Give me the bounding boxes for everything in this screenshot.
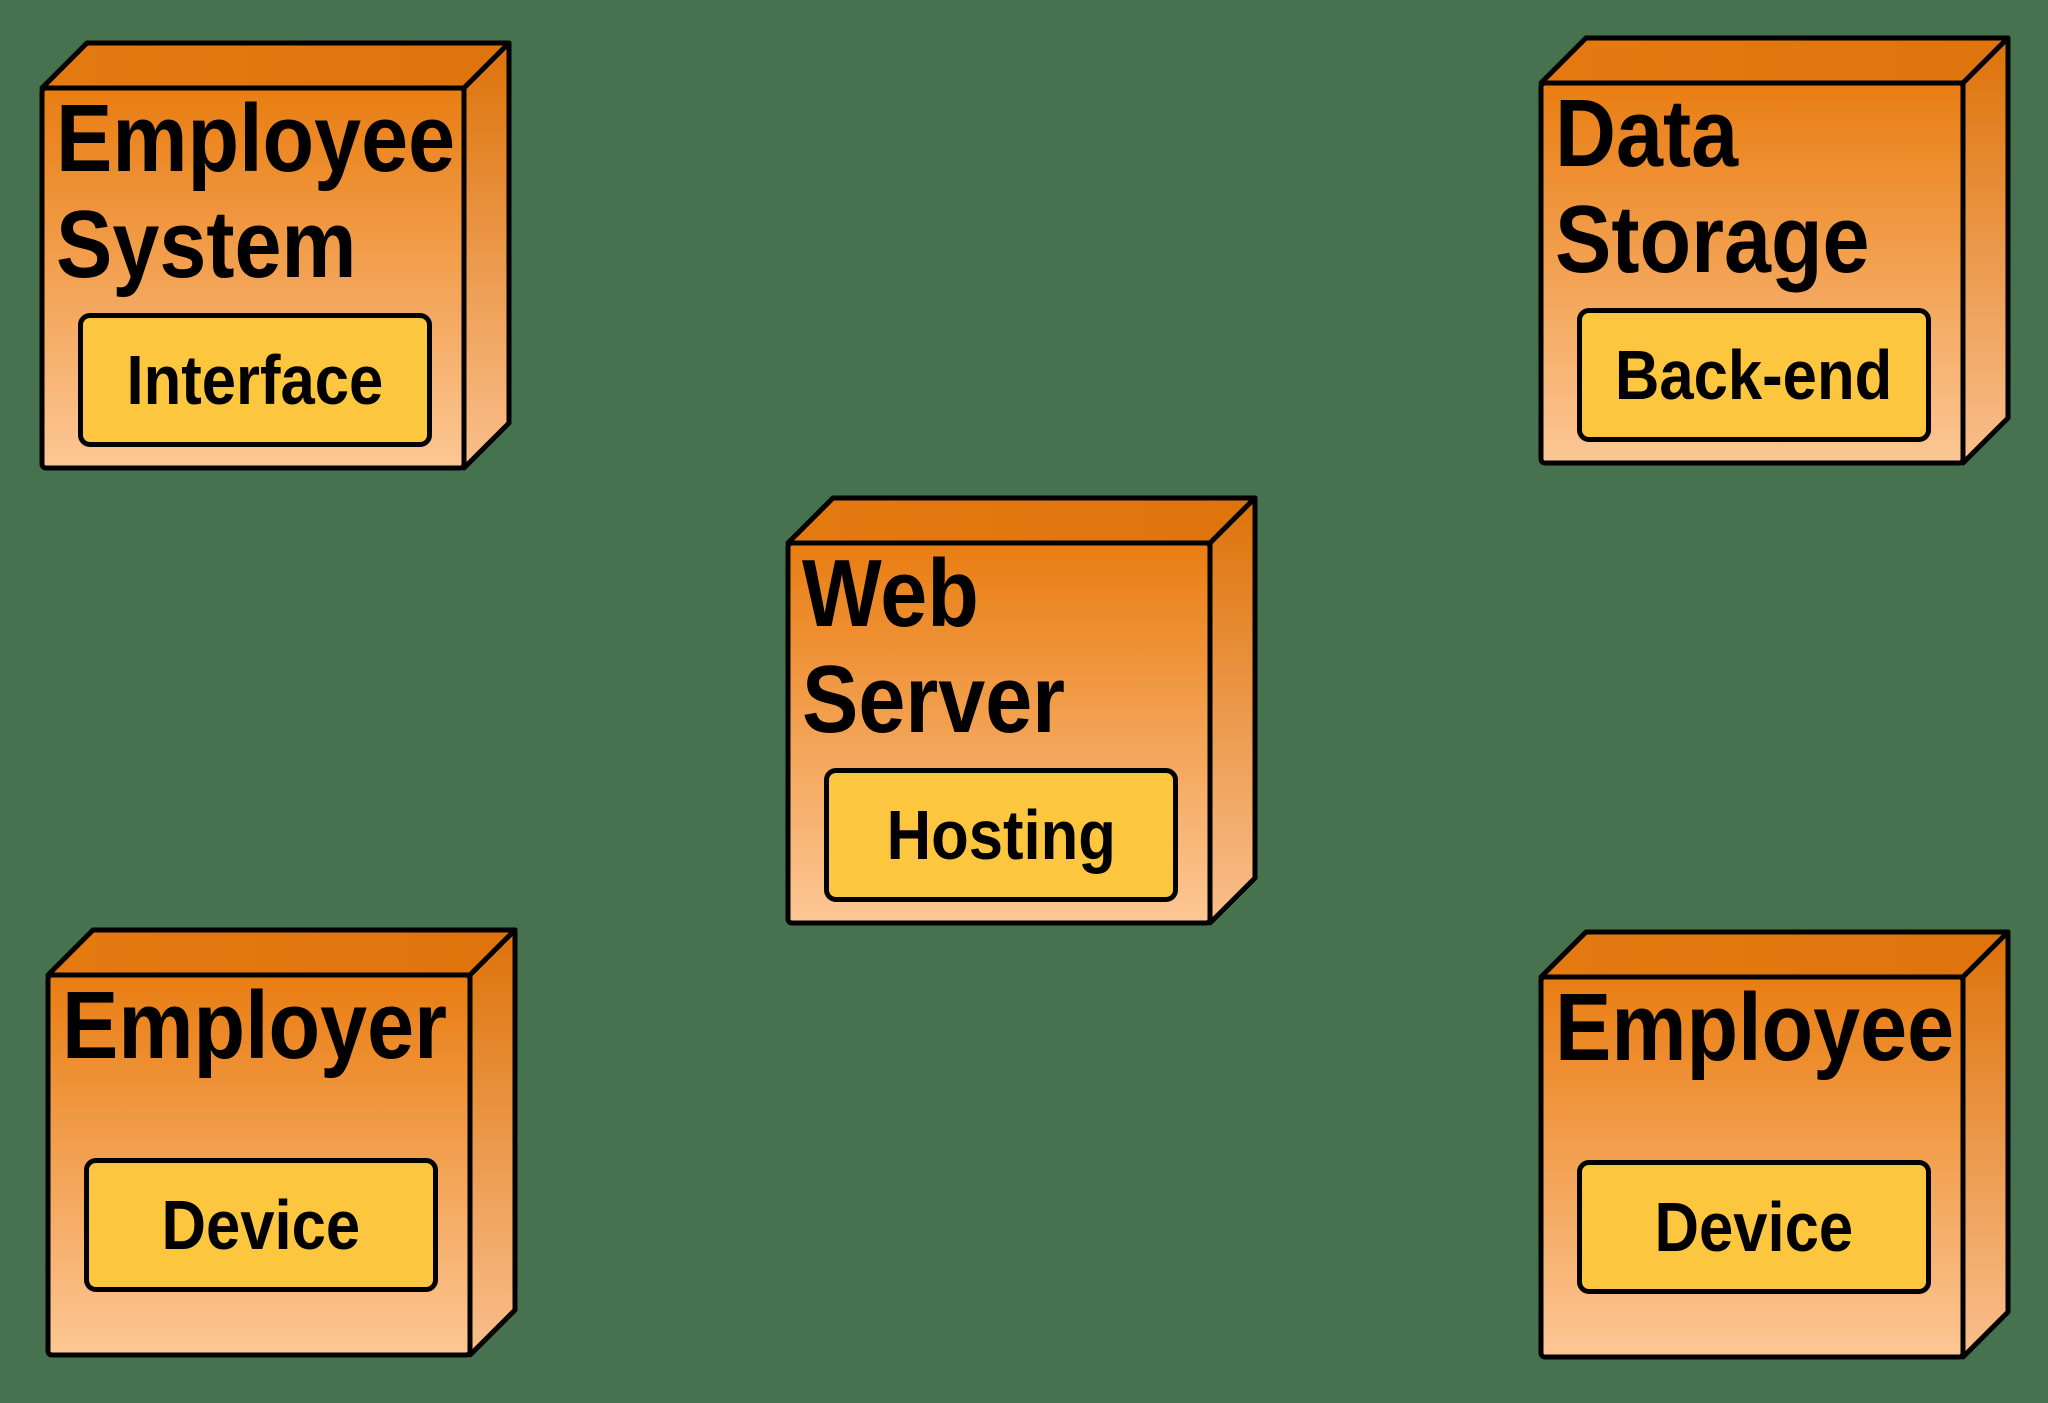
box-top-face — [1538, 35, 2011, 86]
node-component-box: Back-end — [1577, 308, 1931, 442]
node-employee-system: Employee System Interface — [39, 40, 515, 474]
box-right-face — [467, 927, 518, 1358]
node-title: Employee — [1555, 974, 1955, 1081]
box-top-face — [45, 927, 518, 978]
node-component-label: Hosting — [886, 796, 1116, 874]
node-title: Employee System — [56, 85, 456, 298]
node-data-storage: Data Storage Back-end — [1538, 35, 2014, 469]
box-top-face — [1538, 929, 2011, 980]
node-component-box: Device — [84, 1158, 438, 1292]
node-component-box: Device — [1577, 1160, 1931, 1294]
node-component-label: Back-end — [1615, 336, 1893, 414]
node-employee: Employee Device — [1538, 929, 2014, 1363]
node-title: Data Storage — [1555, 80, 1870, 293]
node-component-box: Interface — [78, 313, 432, 447]
node-component-box: Hosting — [824, 768, 1178, 902]
node-title: Web Server — [802, 540, 1066, 753]
node-component-label: Device — [161, 1186, 361, 1264]
box-right-face — [1960, 929, 2011, 1360]
box-top-face — [785, 495, 1258, 546]
node-title: Employer — [62, 972, 447, 1079]
node-component-label: Interface — [126, 341, 384, 419]
node-employer: Employer Device — [45, 927, 521, 1361]
box-right-face — [1207, 495, 1258, 926]
box-top-face — [39, 40, 512, 91]
node-component-label: Device — [1654, 1188, 1854, 1266]
node-web-server: Web Server Hosting — [785, 495, 1261, 929]
box-right-face — [461, 40, 512, 471]
box-right-face — [1960, 35, 2011, 466]
